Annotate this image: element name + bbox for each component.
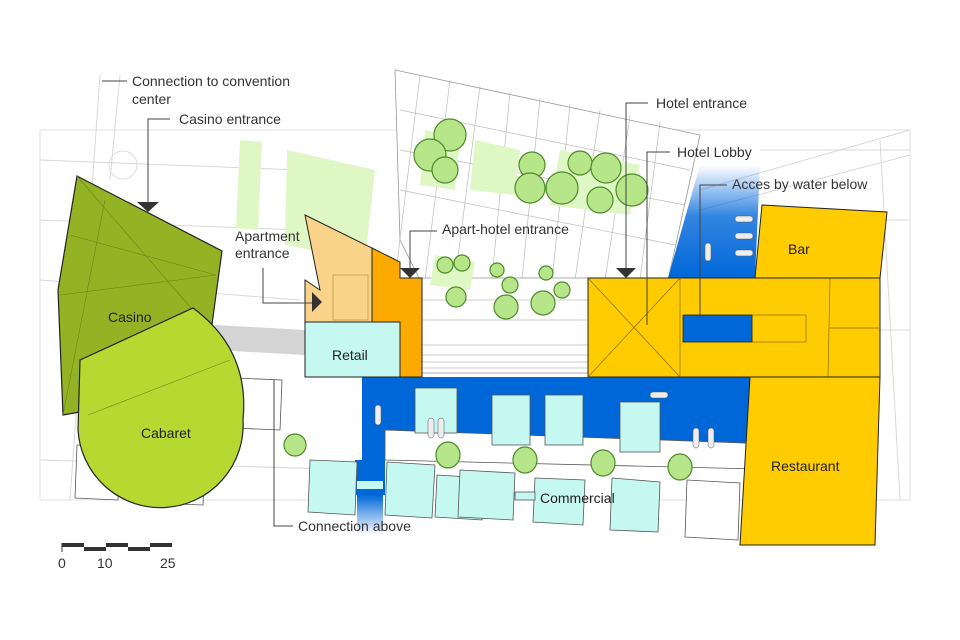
label-connection-convention-1: Connection to convention — [132, 73, 290, 89]
retail-area — [304, 321, 401, 378]
entrance-arrows — [137, 202, 636, 312]
water-canal — [668, 165, 760, 278]
commercial-blocks — [74, 377, 801, 541]
scale-tick-0: 0 — [58, 555, 66, 571]
label-apartment-entrance-2: entrance — [235, 245, 290, 261]
cabaret-area — [77, 307, 245, 509]
label-connection-above: Connection above — [298, 518, 411, 534]
apart-hotel-entrance-arrow — [400, 268, 420, 278]
scale-tick-10: 10 — [97, 555, 113, 571]
leader-lines — [102, 80, 727, 527]
water-channel — [355, 460, 385, 495]
apartment-core — [332, 274, 369, 321]
label-hotel-entrance: Hotel entrance — [656, 95, 747, 111]
scale-tick-25: 25 — [160, 555, 176, 571]
apartment-entrance-arrow — [312, 292, 322, 312]
room-casino: Casino — [108, 309, 152, 325]
label-casino-entrance: Casino entrance — [179, 111, 281, 127]
restaurant-area — [739, 376, 881, 546]
casino-facets — [59, 175, 217, 416]
label-water-access: Acces by water below — [732, 176, 868, 192]
label-connection-convention-2: center — [132, 91, 171, 107]
label-apart-hotel-entrance: Apart-hotel entrance — [442, 221, 569, 237]
hotel-atrium — [587, 277, 880, 378]
room-commercial: Commercial — [540, 490, 615, 506]
hotel-entrance-arrow — [616, 268, 636, 278]
room-bar: Bar — [788, 241, 810, 257]
connection-bridge — [357, 481, 383, 489]
water-fade — [357, 495, 383, 535]
landscape-strip — [236, 140, 262, 230]
cabaret-facet — [87, 359, 231, 416]
plaza-circle — [108, 150, 138, 180]
walkway — [215, 325, 305, 355]
lobby-water-access — [682, 314, 753, 343]
landscape-strip — [285, 150, 375, 260]
bar-area — [754, 204, 888, 279]
boat-icons — [374, 215, 754, 449]
room-retail: Retail — [332, 347, 368, 363]
scale-bar: 0 10 25 — [58, 543, 176, 571]
trees — [283, 118, 649, 457]
trees-commercial — [435, 441, 693, 481]
casino-entrance-arrow — [137, 202, 159, 212]
label-hotel-lobby: Hotel Lobby — [677, 144, 752, 160]
room-cabaret: Cabaret — [141, 425, 191, 441]
label-apartment-entrance-1: Apartment — [235, 228, 300, 244]
room-restaurant: Restaurant — [771, 458, 840, 474]
